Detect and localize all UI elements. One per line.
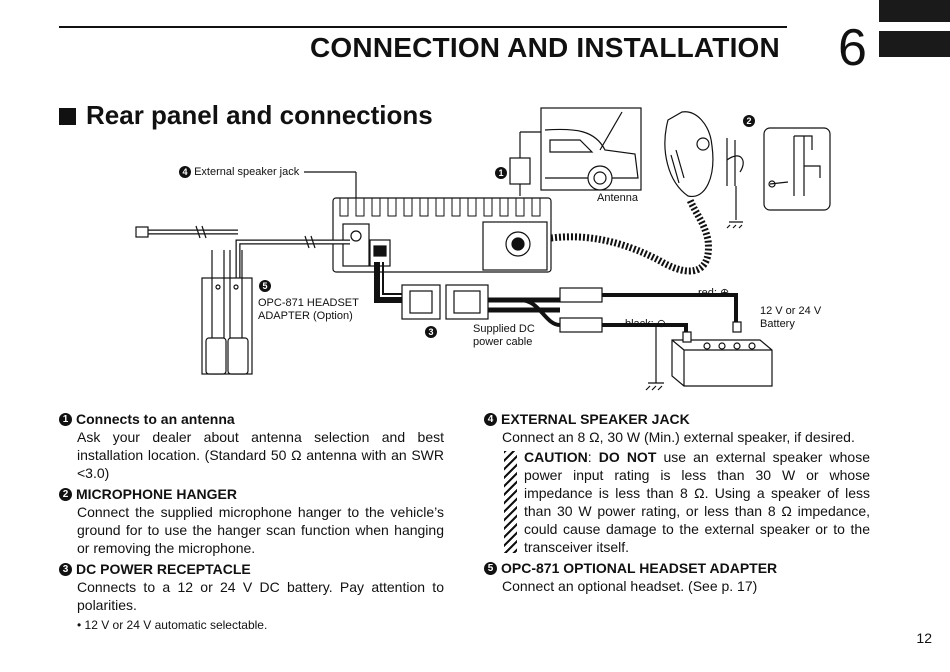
red-terminal-label: red: ⊕	[698, 287, 730, 299]
section-heading: Rear panel and connections	[59, 100, 433, 131]
headset-adapter-label-line1: OPC-871 HEADSET	[258, 297, 359, 309]
section-square-icon	[59, 108, 76, 125]
page-number: 12	[916, 630, 932, 646]
caution-block: CAUTION: DO NOT use an external speaker …	[502, 448, 870, 556]
caution-label: CAUTION	[524, 449, 588, 465]
chapter-number: 6	[838, 19, 867, 77]
dc-connector	[445, 284, 489, 320]
microphone-hanger-inset	[726, 127, 831, 229]
item-title: Connects to an antenna	[76, 411, 235, 427]
dc-cable-label-line2: power cable	[473, 336, 533, 348]
caution-text: CAUTION: DO NOT use an external speaker …	[524, 448, 870, 556]
badge-2: 2	[743, 115, 755, 127]
item-badge: 3	[59, 562, 72, 576]
item-badge: 5	[484, 561, 497, 575]
black-terminal-label: black: ⊖	[625, 318, 667, 330]
item-heading: 4 EXTERNAL SPEAKER JACK	[484, 410, 870, 428]
badge-5: 5	[259, 280, 271, 292]
item-title: DC POWER RECEPTACLE	[76, 561, 251, 577]
microphone	[664, 111, 714, 197]
car-antenna-inset	[540, 107, 642, 191]
item-heading: 3 DC POWER RECEPTACLE	[59, 560, 444, 578]
battery-label-line2: Battery	[760, 318, 795, 330]
side-tab-top	[879, 0, 950, 22]
fuse-holder	[559, 317, 603, 333]
section-title: Rear panel and connections	[86, 100, 433, 130]
item-badge: 1	[59, 412, 72, 426]
item-body: Connects to a 12 or 24 V DC battery. Pay…	[77, 579, 444, 613]
headset-adapter	[201, 250, 253, 375]
items-right-column: 4 EXTERNAL SPEAKER JACK Connect an 8 Ω, 3…	[484, 410, 870, 595]
dc-connector	[401, 284, 441, 320]
item-heading: 5 OPC-871 OPTIONAL HEADSET ADAPTER	[484, 559, 870, 577]
side-tab-bottom	[879, 31, 950, 57]
item-body: Connect an 8 Ω, 30 W (Min.) external spe…	[502, 429, 855, 445]
external-speaker-jack-label: 4 External speaker jack	[179, 166, 299, 179]
item-badge: 2	[59, 487, 72, 501]
item-title: OPC-871 OPTIONAL HEADSET ADAPTER	[501, 560, 778, 576]
item-heading: 1 Connects to an antenna	[59, 410, 444, 428]
transceiver-rear-panel	[332, 197, 552, 273]
battery	[671, 321, 773, 387]
caution-body: use an external speaker whose power inpu…	[524, 449, 870, 555]
item-badge: 4	[484, 412, 497, 426]
antenna-label: Antenna	[597, 192, 638, 204]
rear-panel-diagram	[135, 107, 831, 391]
header-rule	[59, 26, 787, 28]
fuse-holder	[559, 287, 603, 303]
item-bullet: • 12 V or 24 V automatic selectable.	[77, 618, 268, 632]
item-body: Connect the supplied microphone hanger t…	[77, 504, 444, 556]
item-body: Connect an optional headset. (See p. 17)	[502, 578, 758, 594]
items-left-column: 1 Connects to an antenna Ask your dealer …	[59, 410, 444, 633]
item-title: MICROPHONE HANGER	[76, 486, 238, 502]
headset-adapter-label-line2: ADAPTER (Option)	[258, 310, 353, 322]
dc-cable-label-line1: Supplied DC	[473, 323, 535, 335]
caution-colon: :	[587, 449, 599, 465]
item-body: Ask your dealer about antenna selection …	[77, 429, 444, 481]
battery-label-line1: 12 V or 24 V	[760, 305, 822, 317]
chapter-title: CONNECTION AND INSTALLATION	[310, 32, 780, 63]
external-speaker-jack-text: External speaker jack	[194, 166, 300, 178]
badge-3: 3	[425, 326, 437, 338]
item-title: EXTERNAL SPEAKER JACK	[501, 411, 690, 427]
badge-4: 4	[179, 166, 191, 179]
caution-hatch-icon	[504, 451, 517, 553]
item-heading: 2 MICROPHONE HANGER	[59, 485, 444, 503]
caution-emphasis: DO NOT	[598, 449, 657, 465]
badge-1: 1	[495, 167, 507, 179]
